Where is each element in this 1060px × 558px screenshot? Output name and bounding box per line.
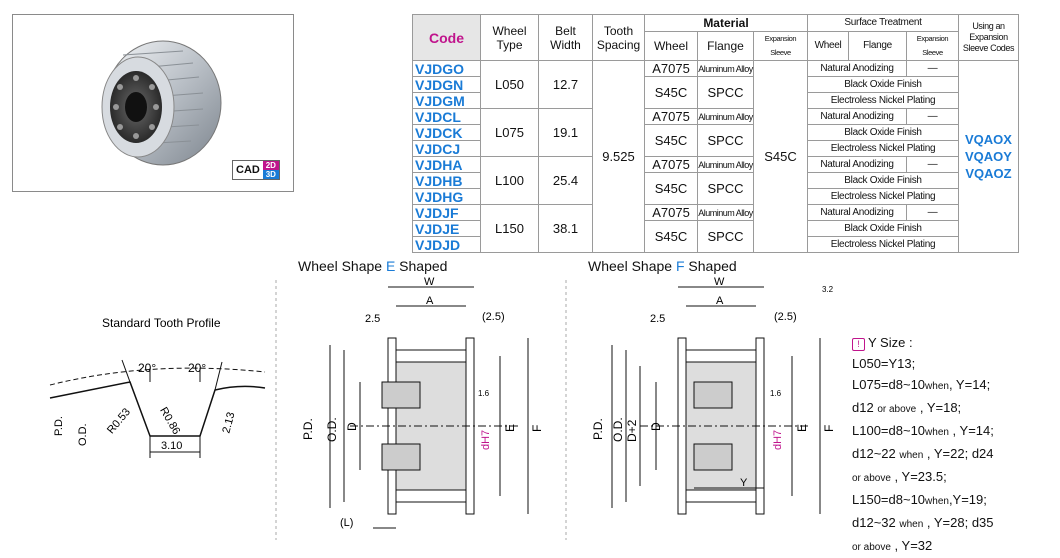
shape-f-drawing: W A 2.5 (2.5) 3.2 P.D. O.D. D+2 D dH7 1.… — [591, 276, 836, 515]
product-photo — [12, 14, 294, 192]
dim-e: E — [795, 424, 809, 432]
code-cell[interactable]: VJDHG — [412, 188, 481, 205]
shape-e-drawing: W A 2.5 (2.5) P.D. O.D. D dH7 1.6 E F (L… — [301, 276, 544, 529]
depth-label: 2.13 — [220, 411, 237, 435]
cad-2d3d: 2D 3D — [262, 161, 279, 179]
sleeve-code[interactable]: VQAOX — [965, 132, 1012, 147]
y-line: L150=d8~10when,Y=19; — [852, 492, 987, 507]
dim-right: (2.5) — [774, 311, 797, 323]
mat-flange-cell: SPCC — [697, 76, 754, 109]
code-cell[interactable]: VJDCJ — [412, 140, 481, 157]
dim-od: O.D. — [325, 417, 339, 442]
belt-width-cell: 38.1 — [538, 204, 593, 253]
header-surf-flange: Flange — [848, 31, 907, 61]
dim-f: F — [822, 425, 836, 432]
roughness: 1.6 — [770, 389, 782, 398]
dim-left: 2.5 — [650, 313, 665, 325]
code-cell[interactable]: VJDJF — [412, 204, 481, 221]
r2-label: R0.86 — [157, 405, 182, 436]
y-size-note: !Y Size : L050=Y13; L075=d8~10when, Y=14… — [852, 332, 994, 558]
dim-l: (L) — [340, 517, 353, 529]
dim-d: D — [345, 422, 359, 431]
od-label: O.D. — [77, 423, 89, 446]
dim-pd: P.D. — [591, 418, 605, 440]
belt-width-cell: 12.7 — [538, 60, 593, 109]
cad-label: CAD — [233, 161, 263, 179]
dim-f: F — [530, 425, 544, 432]
y-line: or above , Y=32 — [852, 538, 933, 553]
belt-width-cell: 19.1 — [538, 108, 593, 157]
pulley-image — [101, 40, 222, 166]
header-code: Code — [412, 14, 481, 61]
roughness: 1.6 — [478, 389, 490, 398]
angle-2: 20° — [188, 361, 206, 375]
dim-od: O.D. — [611, 417, 625, 442]
code-cell[interactable]: VJDJD — [412, 236, 481, 253]
angle-1: 20° — [138, 361, 156, 375]
y-line: L050=Y13; — [852, 356, 916, 371]
mat-flange-cell: SPCC — [697, 124, 754, 157]
surf-cell: Electroless Nickel Plating — [807, 236, 959, 253]
dim-left: 2.5 — [365, 313, 380, 325]
dim-right: (2.5) — [482, 311, 505, 323]
sleeve-code[interactable]: VQAOY — [965, 149, 1012, 164]
y-line: L100=d8~10when , Y=14; — [852, 423, 994, 438]
pd-label: P.D. — [53, 416, 65, 436]
mat-flange-cell: SPCC — [697, 220, 754, 253]
dim-y: Y — [740, 477, 748, 489]
y-line: or above , Y=23.5; — [852, 469, 947, 484]
dim-a: A — [716, 295, 724, 307]
dim-e: E — [503, 424, 517, 432]
dim-d2: D+2 — [625, 419, 639, 442]
roughness-2: 3.2 — [822, 285, 834, 294]
shape-f-caption: Wheel Shape F Shaped — [588, 258, 737, 274]
belt-width-cell: 25.4 — [538, 156, 593, 205]
dim-a: A — [426, 295, 434, 307]
mat-wheel-cell: S45C — [644, 76, 698, 109]
wheel-type-cell: L050 — [480, 60, 539, 109]
header-mat-wheel: Wheel — [644, 31, 698, 61]
shape-e-caption: Wheel Shape E Shaped — [298, 258, 448, 274]
wheel-type-cell: L100 — [480, 156, 539, 205]
tooth-profile-title: Standard Tooth Profile — [102, 316, 221, 330]
dim-d: D — [649, 422, 663, 431]
sleeve-code[interactable]: VQAOZ — [965, 166, 1012, 181]
r1-label: R0.53 — [105, 406, 133, 436]
warning-icon: ! — [852, 338, 865, 351]
dim-w: W — [714, 276, 725, 288]
y-line: d12~32 when , Y=28; d35 — [852, 515, 994, 530]
cad-badge[interactable]: CAD 2D 3D — [232, 160, 280, 180]
y-line: d12~22 when , Y=22; d24 — [852, 446, 994, 461]
sleeve-codes-cell: VQAOX VQAOY VQAOZ — [958, 60, 1019, 253]
code-cell[interactable]: VJDHA — [412, 156, 481, 173]
dim-w: W — [424, 276, 435, 288]
tooth-profile-drawing: Standard Tooth Profile 20° 20° R0.53 R0.… — [49, 316, 266, 458]
y-line: L075=d8~10when, Y=14; — [852, 377, 991, 392]
dim-dh: dH7 — [480, 430, 492, 450]
dim-pd: P.D. — [301, 418, 315, 440]
dim-dh: dH7 — [772, 430, 784, 450]
y-line: d12 or above , Y=18; — [852, 400, 962, 415]
width-label: 3.10 — [161, 440, 182, 452]
mat-wheel-cell: A7075 — [644, 60, 698, 77]
mat-wheel-cell: A7075 — [644, 156, 698, 173]
wheel-type-cell: L150 — [480, 204, 539, 253]
